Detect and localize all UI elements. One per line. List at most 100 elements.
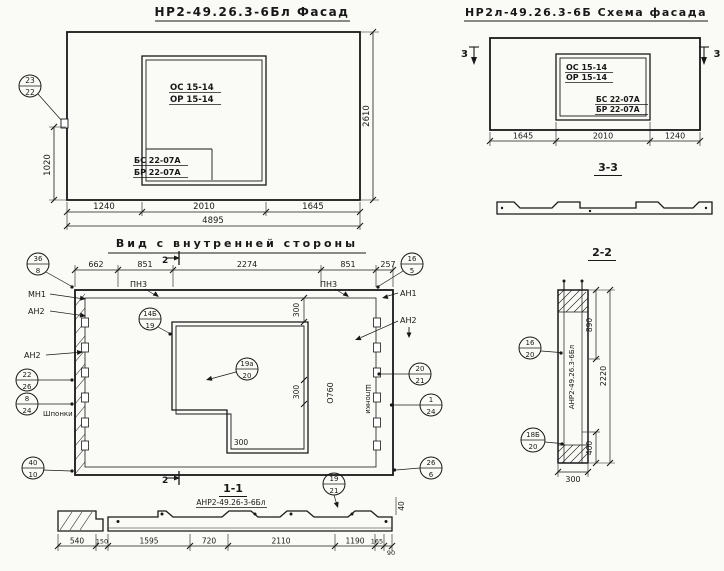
dim-text: 2220 — [599, 366, 608, 386]
opening-label-or: ОР 15-14 — [170, 95, 214, 105]
hatch-line — [573, 297, 589, 313]
hatch-line — [74, 377, 86, 391]
dim-text: 662 — [88, 260, 103, 269]
tick — [331, 542, 339, 550]
scheme-opening-inner — [559, 57, 647, 117]
inner-top-dimensions: 662 851 2274 851 257 — [71, 260, 397, 287]
cut-mark-3-left: 3 — [461, 46, 479, 65]
dim-text: 2274 — [237, 260, 257, 269]
tick — [300, 294, 308, 302]
key-notch — [81, 317, 89, 328]
tick — [369, 28, 377, 36]
opening-label-br: БР 22-07А — [596, 105, 640, 114]
leader-line — [211, 371, 237, 379]
tick — [300, 318, 308, 326]
tick — [50, 196, 58, 204]
hatch-line — [557, 289, 565, 297]
leader-dot — [392, 468, 397, 472]
section-3-3-profile — [496, 201, 713, 215]
section-2-2-title: 2-2 — [592, 246, 612, 259]
marker-bottom: 22 — [25, 88, 35, 97]
dim-text: 40 — [397, 501, 406, 511]
rebar-dot — [160, 512, 164, 516]
position-marker-26-6: 26 6 — [419, 456, 443, 480]
marker-top: 16 — [526, 339, 535, 347]
facade-view: НР2-49.26.3-6Бл Фасад ОС 15-14 ОР 15-14 … — [18, 5, 379, 230]
marker-bottom: 21 — [330, 487, 339, 495]
cap-hatch — [557, 289, 589, 313]
arrowhead — [79, 295, 86, 301]
hatch-line — [74, 307, 86, 321]
section-2-2-dimensions: 890 2220 400 300 — [554, 286, 615, 484]
leader-dot — [70, 469, 74, 473]
position-marker-18b-20: 18Б 20 — [520, 427, 546, 453]
leader-line — [540, 350, 561, 353]
tick — [554, 468, 562, 476]
position-marker-1-24: 1 24 — [419, 393, 443, 417]
key-notch — [81, 392, 89, 403]
tick — [300, 400, 308, 408]
marker-bottom: 24 — [23, 407, 32, 415]
leader-line — [42, 469, 72, 472]
section-1-1-title: 1-1 — [223, 482, 243, 495]
dim-text: 165 — [371, 538, 383, 546]
marker-top: 1 — [429, 396, 433, 404]
marker-top: 8 — [25, 395, 29, 403]
tick — [63, 222, 71, 230]
shponki-label-left: Шпонки — [43, 410, 73, 418]
rebar-dot — [704, 206, 708, 210]
arrowhead — [342, 291, 349, 297]
dim-text: 300 — [292, 385, 301, 400]
inner-opening-outer — [171, 321, 309, 454]
cut-label: 3 — [461, 49, 468, 60]
tick — [606, 286, 614, 294]
tick — [592, 286, 600, 294]
tick — [71, 266, 79, 274]
dim-text: 1645 — [302, 202, 324, 212]
leader-dot — [70, 402, 74, 406]
leader-dot — [70, 285, 74, 289]
hatch-line — [581, 305, 589, 313]
opening-label-bs: БС 22-07А — [134, 156, 181, 165]
tick — [186, 542, 194, 550]
leader-line — [45, 352, 78, 356]
dim-text: 257 — [380, 260, 395, 269]
position-marker-22-26: 22 26 — [15, 368, 39, 392]
base-hatch — [557, 444, 589, 464]
dim-text: 540 — [70, 537, 85, 546]
inner-title: Вид с внутренней стороны — [116, 237, 358, 250]
key-notch — [373, 417, 381, 428]
position-marker-40-10: 40 10 — [21, 456, 45, 480]
key-notch — [81, 342, 89, 353]
facade-dimensions: 1240 2010 1645 4895 1020 2610 — [43, 28, 379, 230]
dim-text: 1595 — [139, 537, 158, 546]
marker-top: 23 — [25, 76, 35, 85]
cut-label: 2 — [162, 476, 168, 486]
dim-text: 150 — [96, 538, 108, 546]
dim-text: 300 — [234, 438, 249, 447]
shear-keys-left — [81, 317, 89, 451]
marker-bottom: 10 — [29, 471, 38, 479]
section-1-1-dimensions: 540 150 1595 720 2110 1190 165 90 — [54, 534, 396, 557]
marker-top: 18Б — [526, 431, 540, 439]
tick — [592, 459, 600, 467]
leader-line — [544, 441, 562, 444]
key-notch — [373, 342, 381, 353]
cut-mark-2-top: 2 — [162, 251, 180, 266]
scheme-dimensions: 1645 2010 1240 — [486, 122, 704, 146]
marker-bottom: 19 — [146, 322, 155, 330]
arrowhead — [355, 335, 362, 341]
cut-label: 3 — [714, 49, 721, 60]
shear-keys-right — [373, 317, 381, 451]
dim-text: 2610 — [362, 105, 372, 127]
arrowhead — [333, 501, 339, 508]
key-notch — [373, 440, 381, 451]
marker-top: 14Б — [143, 310, 157, 318]
tick — [380, 542, 388, 550]
anchor-dot — [562, 279, 566, 283]
tick — [486, 137, 494, 145]
an2-label-right: АН2 — [400, 316, 417, 325]
dim-text-diameter: О760 — [326, 382, 335, 404]
tick — [369, 196, 377, 204]
